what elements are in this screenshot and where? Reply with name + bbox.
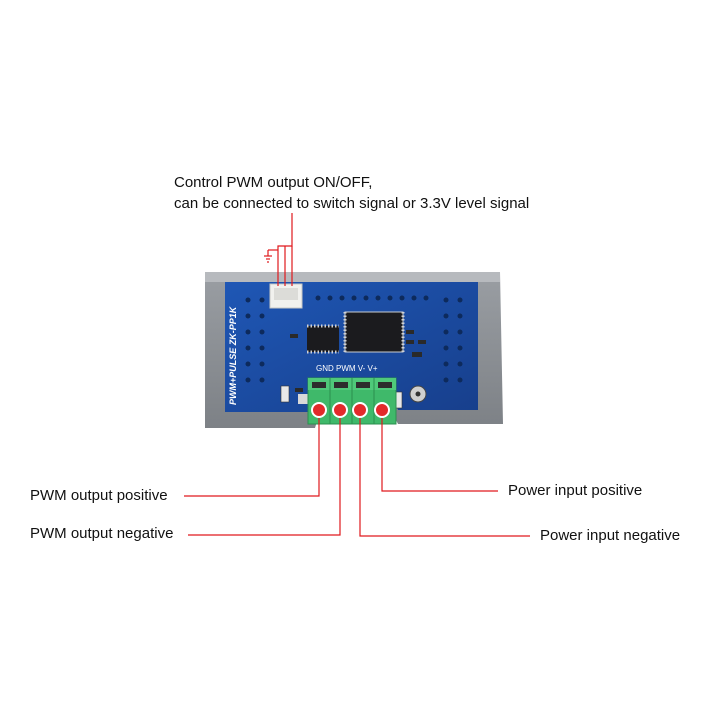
power-input-positive-label: Power input positive xyxy=(508,482,643,499)
terminal-marker-power-plus xyxy=(374,402,390,418)
silkscreen-model: PWM+PULSE ZK-PP1K xyxy=(228,305,238,405)
pcb-board: PWM+PULSE ZK-PP1K GND PWM V- V+ xyxy=(225,282,478,412)
control-caption-line2: can be connected to switch signal or 3.3… xyxy=(174,195,530,212)
ic-chip-large xyxy=(343,311,405,353)
control-caption-line1: Control PWM output ON/OFF, xyxy=(174,174,373,191)
terminal-marker-pwm-plus xyxy=(311,402,327,418)
terminal-marker-pwm-minus xyxy=(332,402,348,418)
smd-components xyxy=(280,330,427,409)
terminal-markers xyxy=(311,402,390,418)
pin-column-left xyxy=(245,297,265,383)
control-connector xyxy=(269,283,303,309)
terminal-marker-power-minus xyxy=(352,402,368,418)
power-input-negative-label: Power input negative xyxy=(540,527,681,544)
terminal-silkscreen: GND PWM V- V+ xyxy=(316,364,378,373)
pin-header-top xyxy=(315,295,429,301)
ic-chip-small xyxy=(307,324,339,354)
pwm-output-positive-label: PWM output positive xyxy=(30,487,168,504)
leader-lines xyxy=(184,213,530,537)
pin-column-right xyxy=(443,297,463,383)
pwm-output-negative-label: PWM output negative xyxy=(30,525,174,542)
control-caption: Control PWM output ON/OFF, can be connec… xyxy=(174,172,529,214)
